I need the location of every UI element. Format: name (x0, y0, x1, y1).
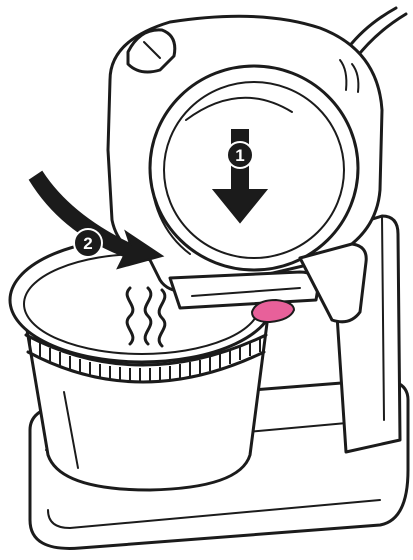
step-1-number: 1 (235, 146, 244, 165)
step-2-number: 2 (83, 234, 92, 253)
release-button-icon (252, 300, 294, 322)
